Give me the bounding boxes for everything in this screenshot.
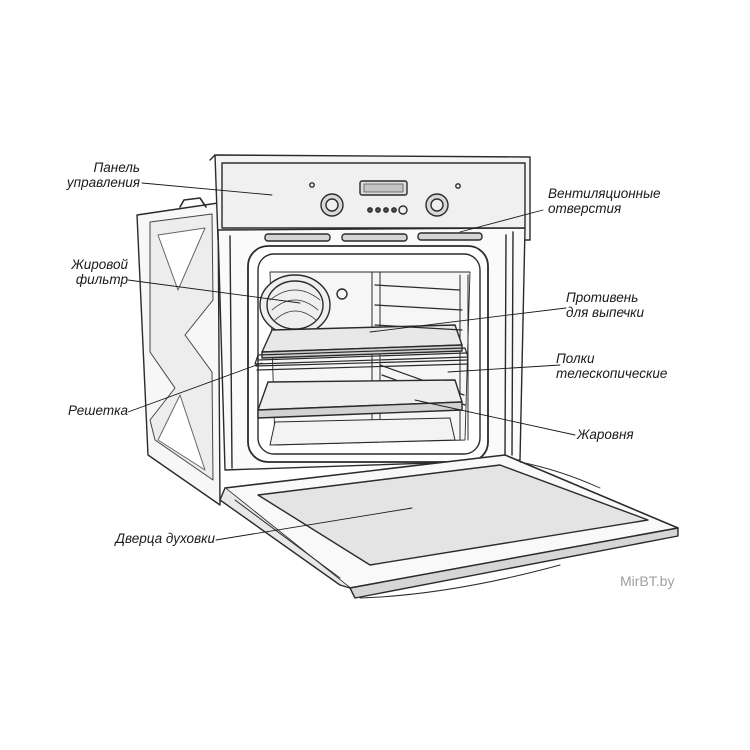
ventilation-slots — [264, 232, 483, 242]
oven-side-panel — [136, 197, 221, 506]
watermark: MirBT.by — [620, 573, 675, 589]
label-telescopic-shelves: Полки телескопические — [556, 351, 668, 381]
control-panel — [221, 162, 526, 229]
label-ventilation: Вентиляционные отверстия — [548, 186, 661, 216]
leader-lines — [127, 182, 576, 541]
label-baking-tray: Противень для выпечки — [566, 290, 645, 320]
wire-grid — [254, 347, 469, 371]
oven-door — [219, 454, 679, 599]
label-grid: Решетка — [67, 403, 128, 418]
label-control-panel: Панель управления — [66, 160, 140, 190]
label-roasting-pan: Жаровня — [577, 427, 634, 442]
roasting-pan — [257, 379, 463, 446]
label-oven-door: Дверца духовки — [115, 531, 216, 546]
label-grease-filter: Жировой фильтр — [71, 257, 128, 287]
